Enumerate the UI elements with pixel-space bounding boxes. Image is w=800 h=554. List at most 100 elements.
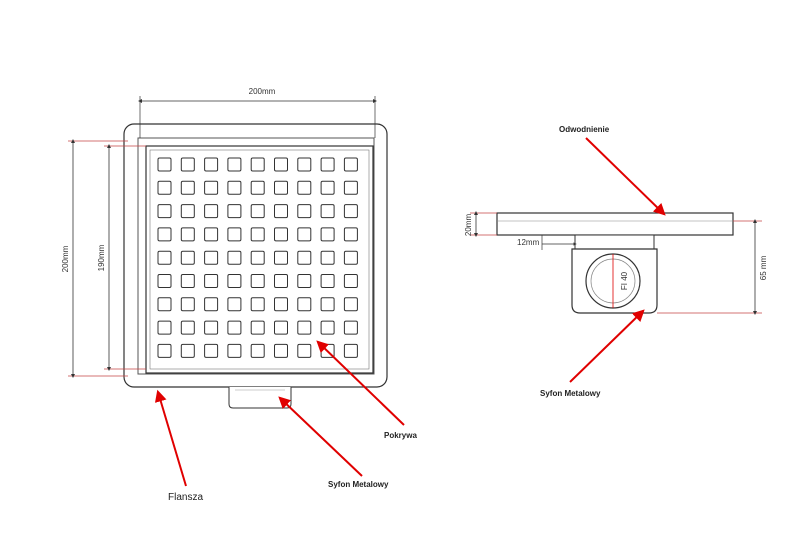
grate-hole: [157, 274, 172, 288]
grate-hole: [320, 204, 335, 219]
grate-hole: [227, 180, 242, 195]
grate-hole: [157, 180, 172, 195]
arrow-flansza: [154, 389, 187, 487]
grate-holes: [157, 157, 358, 358]
grate-hole: [250, 320, 265, 335]
label-odwodnienie: Odwodnienie: [559, 125, 610, 134]
grate-hole: [250, 157, 265, 172]
grate-hole: [297, 180, 312, 195]
grate-hole: [157, 320, 172, 335]
label-syfon-front: Syfon Metalowy: [328, 480, 389, 489]
grate-hole: [343, 274, 358, 288]
grate-hole: [297, 157, 312, 172]
grate-hole: [180, 250, 195, 265]
grate-hole: [297, 227, 312, 242]
side-plate: [496, 212, 734, 236]
grate-hole: [343, 297, 358, 312]
grate-hole: [250, 227, 265, 242]
grate-hole: [180, 204, 195, 219]
grate-hole: [157, 204, 172, 219]
grate-hole: [227, 157, 242, 172]
grate-hole: [250, 274, 265, 288]
grate-hole: [204, 227, 219, 242]
grate-hole: [320, 227, 335, 242]
grate-hole: [274, 297, 288, 312]
grate-hole: [320, 274, 335, 288]
grate-hole: [343, 250, 358, 265]
grate-hole: [274, 250, 288, 265]
grate-hole: [274, 180, 288, 195]
label-syfon-side: Syfon Metalowy: [540, 389, 601, 398]
grate-hole: [297, 297, 312, 312]
grate-hole: [204, 297, 219, 312]
grate-hole: [204, 274, 219, 288]
grate-hole: [204, 204, 219, 219]
grate-hole: [343, 204, 358, 219]
grate-hole: [320, 297, 335, 312]
grate-hole: [157, 227, 172, 242]
grate-hole: [204, 250, 219, 265]
grate-hole: [274, 157, 288, 172]
dim-side-depth: 65 mm: [759, 255, 768, 280]
grate-hole: [180, 157, 195, 172]
grate-hole: [250, 180, 265, 195]
grate-hole: [180, 180, 195, 195]
grate-hole: [227, 343, 242, 358]
grate-hole: [274, 320, 288, 335]
grate-hole: [157, 343, 172, 358]
grate-hole: [297, 274, 312, 288]
grate-hole: [343, 343, 358, 358]
grate-hole: [250, 204, 265, 219]
grate-hole: [320, 250, 335, 265]
dim-top-width: 200mm: [249, 87, 276, 96]
grate-hole: [297, 320, 312, 335]
grate-hole: [157, 297, 172, 312]
grate-hole: [274, 274, 288, 288]
grate-hole: [180, 274, 195, 288]
grate-hole: [180, 320, 195, 335]
grate-hole: [274, 227, 288, 242]
grate-hole: [320, 180, 335, 195]
grate-hole: [204, 180, 219, 195]
dim-outer-height: 200mm: [61, 245, 70, 272]
grate-hole: [204, 320, 219, 335]
grate-hole: [227, 297, 242, 312]
label-pokrywa: Pokrywa: [384, 431, 417, 440]
arrow-syfon-front: [278, 396, 363, 477]
dim-inner-height: 190mm: [97, 244, 106, 271]
grate-hole: [274, 343, 288, 358]
grate-hole: [250, 343, 265, 358]
grate-hole: [227, 274, 242, 288]
arrow-odwodnienie: [585, 137, 666, 216]
grate-hole: [204, 157, 219, 172]
side-collar: [574, 234, 655, 250]
grate-hole: [343, 320, 358, 335]
side-view: FI 40 20mm 12mm 65 mm Odwodnienie Syfon …: [464, 125, 768, 398]
grate-hole: [343, 180, 358, 195]
label-flansza: Flansza: [168, 492, 203, 503]
grate-hole: [157, 250, 172, 265]
grate-hole: [343, 227, 358, 242]
grate-hole: [297, 343, 312, 358]
arrow-syfon-side: [569, 309, 645, 383]
grate-hole: [227, 227, 242, 242]
dim-side-height: 20mm: [464, 214, 473, 237]
grate-hole: [180, 297, 195, 312]
frame-outline: [137, 137, 375, 375]
grate-hole: [204, 343, 219, 358]
grate-hole: [320, 320, 335, 335]
grate-hole: [227, 320, 242, 335]
arrow-pokrywa: [316, 340, 405, 426]
grate-hole: [297, 250, 312, 265]
grate-hole: [343, 157, 358, 172]
dim-pipe-diameter: FI 40: [620, 271, 629, 290]
grate-hole: [180, 227, 195, 242]
grate-hole: [250, 250, 265, 265]
dim-side-offset: 12mm: [517, 238, 540, 247]
grate-hole: [320, 157, 335, 172]
grate-hole: [227, 204, 242, 219]
grate-hole: [274, 204, 288, 219]
front-view: 200mm 200mm 190mm Pokrywa Syfon Metalowy…: [61, 87, 417, 503]
grate-hole: [297, 204, 312, 219]
